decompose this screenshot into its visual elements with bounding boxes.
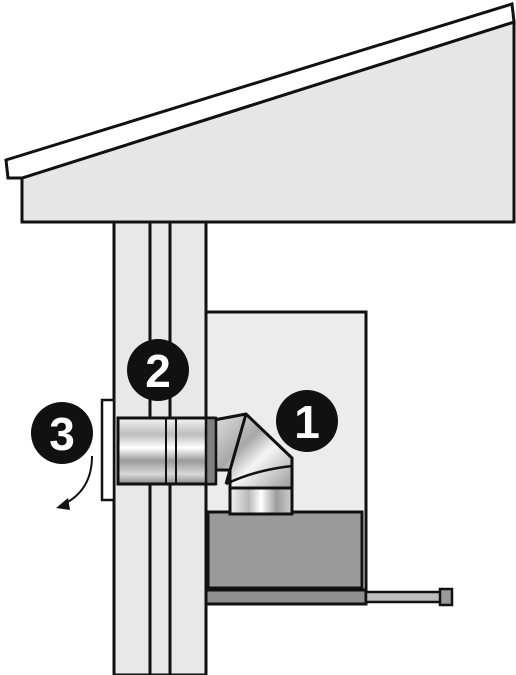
gas-pipe: [364, 590, 444, 604]
vent-termination-cap: [100, 398, 116, 502]
callout-2-label: 2: [145, 345, 171, 397]
callout-1: 1: [276, 390, 338, 452]
roof: [4, 2, 516, 224]
curved-arrow-icon: [56, 455, 93, 510]
horizontal-vent-pipe: [116, 416, 218, 486]
heater-unit: [204, 510, 454, 607]
callout-1-label: 1: [294, 396, 320, 448]
vent-pipe-collar: [204, 416, 218, 486]
roof-soffit: [20, 19, 516, 224]
heater-box: [206, 510, 364, 590]
callout-3-label: 3: [49, 408, 75, 460]
roof-fascia: [4, 2, 516, 180]
heater-base-rail: [204, 588, 368, 606]
callout-2: 2: [127, 339, 189, 401]
gas-pipe-cap: [438, 587, 454, 607]
callout-3: 3: [31, 402, 93, 464]
